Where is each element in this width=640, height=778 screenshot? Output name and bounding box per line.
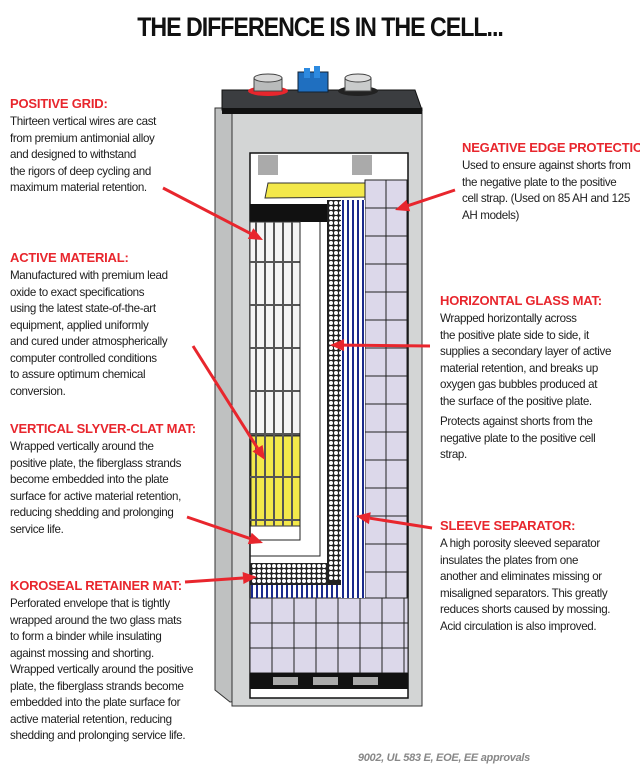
callout-vertical-mat: VERTICAL SLYVER-CLAT MAT: Wrapped vertic… [10, 421, 196, 542]
callout-heading: POSITIVE GRID: [10, 96, 108, 111]
arrowhead-icon [247, 532, 263, 545]
vent-cap [297, 71, 329, 93]
callout-text-2: Protects against shorts from the negativ… [440, 415, 596, 461]
arrowhead-icon [247, 228, 263, 240]
callout-text: Perforated envelope that is tightly wrap… [10, 597, 194, 742]
callout-text: A high porosity sleeved separator insula… [440, 537, 611, 633]
callout-heading: VERTICAL SLYVER-CLAT MAT: [10, 421, 196, 436]
callout-text: Thirteen vertical wires are cast from pr… [10, 115, 157, 194]
callout-arrow [343, 343, 431, 348]
callout-text: Wrapped vertically around the positive p… [10, 440, 182, 536]
callout-heading: ACTIVE MATERIAL: [10, 250, 129, 265]
tile-base [249, 597, 409, 674]
callout-arrow [191, 345, 259, 449]
callout-heading: SLEEVE SEPARATOR: [440, 518, 576, 533]
approvals-footnote: 9002, UL 583 E, EOE, EE approvals [357, 752, 530, 764]
callout-arrow [184, 576, 244, 584]
callout-positive-grid: POSITIVE GRID: Thirteen vertical wires a… [10, 96, 156, 201]
lid-edge [222, 108, 422, 114]
arrowhead-icon [330, 339, 345, 352]
callout-heading: HORIZONTAL GLASS MAT: [440, 293, 602, 308]
arrowhead-icon [395, 199, 411, 212]
callout-horizontal-mat: HORIZONTAL GLASS MAT: Wrapped horizontal… [440, 293, 611, 468]
arrowhead-icon [242, 571, 257, 584]
callout-koroseal: KOROSEAL RETAINER MAT: Perforated envelo… [10, 578, 193, 749]
callout-sleeve-separator: SLEEVE SEPARATOR: A high porosity sleeve… [440, 518, 611, 639]
negative-plate-tiles [249, 179, 409, 674]
page-title: THE DIFFERENCE IS IN THE CELL... [137, 12, 504, 42]
vertical-mat-outline [250, 222, 321, 557]
callout-text: Wrapped horizontally across the positive… [440, 312, 612, 408]
callout-arrow [407, 188, 456, 207]
callout-negative-edge: NEGATIVE EDGE PROTECTION: Used to ensure… [462, 140, 640, 228]
sleeve-separator [251, 200, 365, 598]
strap-post [258, 155, 278, 175]
callout-heading: NEGATIVE EDGE PROTECTION: [462, 140, 640, 155]
strap-plate [264, 182, 378, 199]
callout-arrow [369, 516, 433, 530]
callout-text: Manufactured with premium lead oxide to … [10, 269, 168, 398]
callout-arrow [186, 515, 251, 540]
arrowhead-icon [356, 512, 371, 525]
callout-heading: KOROSEAL RETAINER MAT: [10, 578, 182, 593]
callout-text: Used to ensure against shorts from the n… [462, 159, 631, 222]
callout-arrow [162, 186, 252, 235]
callout-active-material: ACTIVE MATERIAL: Manufactured with premi… [10, 250, 168, 404]
arrowhead-icon [252, 444, 265, 460]
